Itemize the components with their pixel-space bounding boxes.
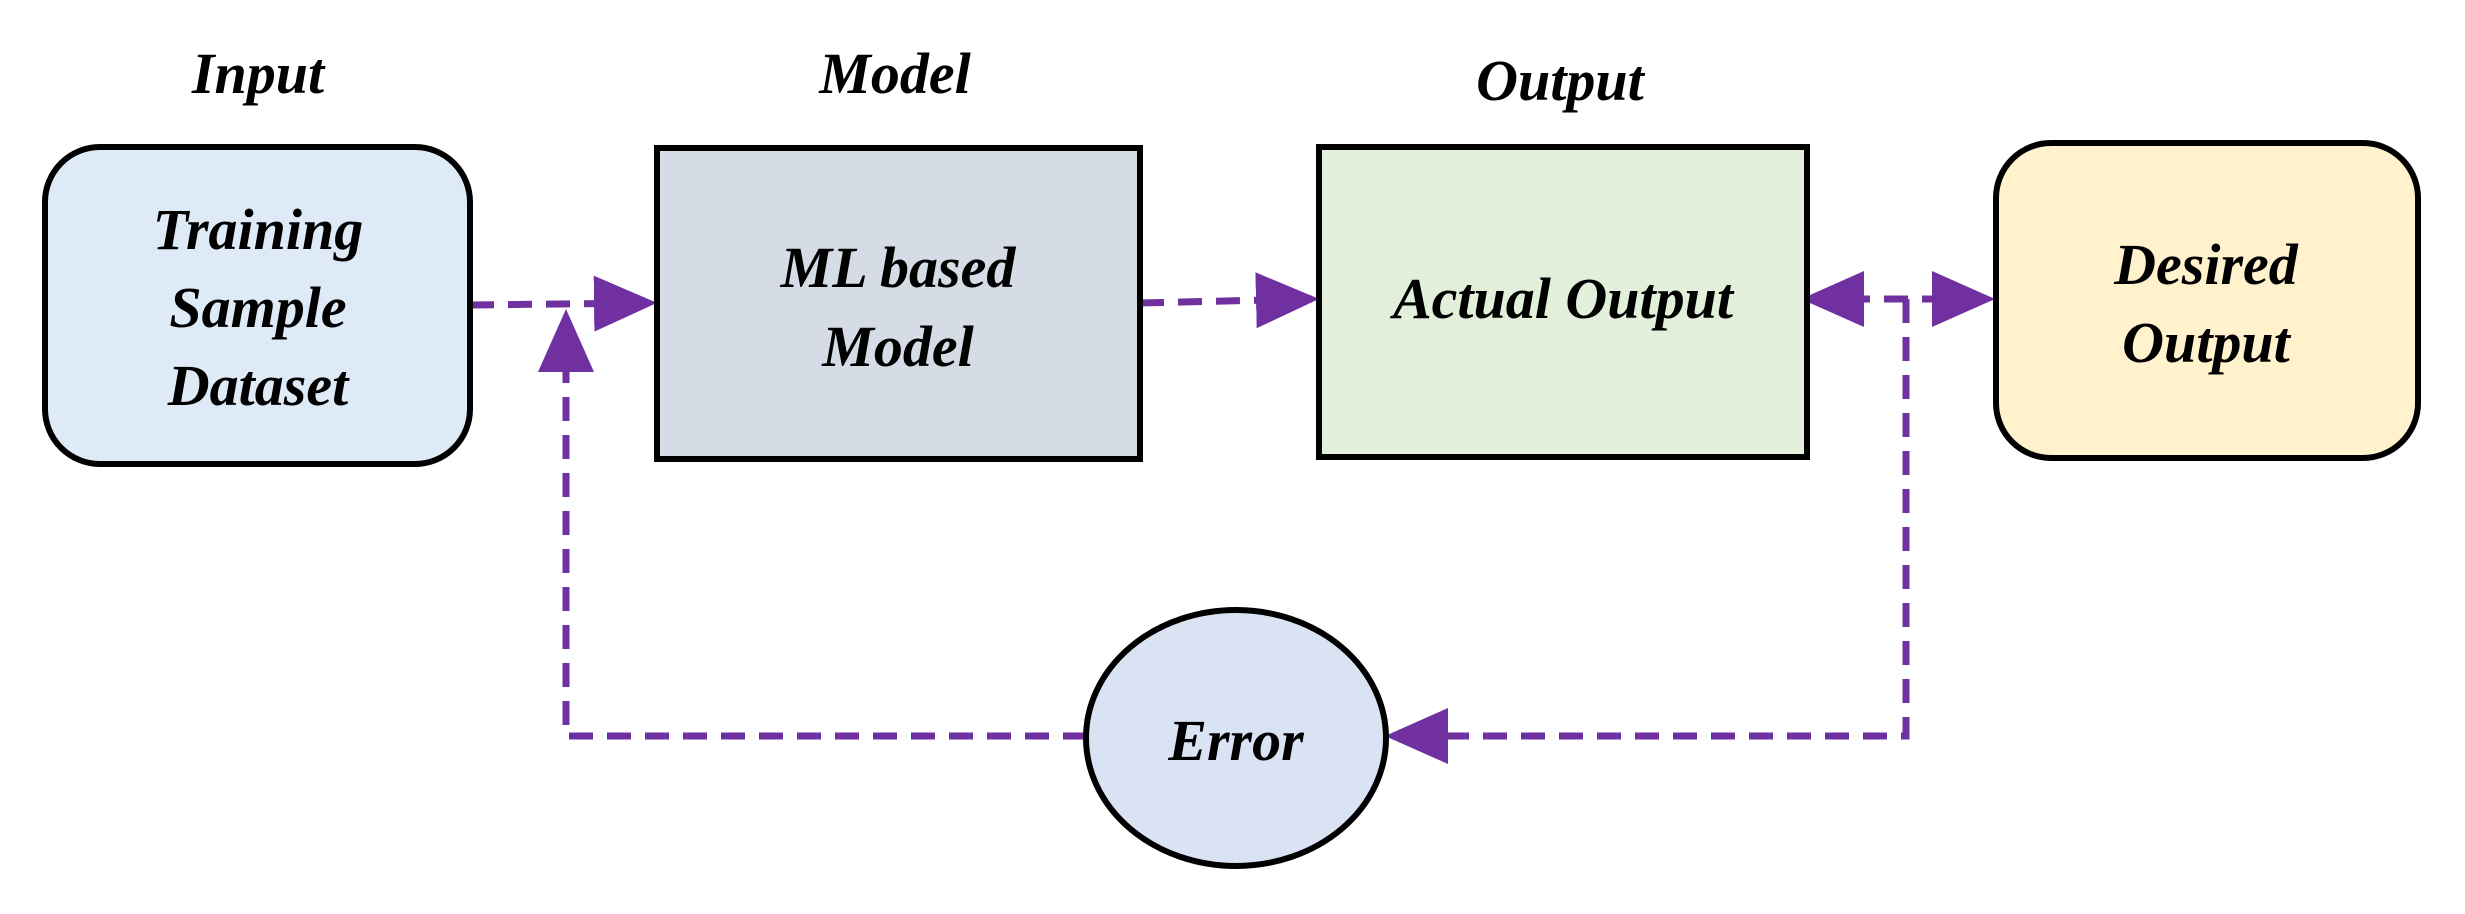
actual-output-box bbox=[1316, 144, 1810, 460]
connector-model-to-actual bbox=[1139, 272, 1319, 329]
desired-output-box bbox=[1993, 140, 2421, 461]
training-sample-dataset-box bbox=[42, 144, 473, 467]
training-label-line-3: Dataset bbox=[167, 353, 350, 418]
model-label-line-2: Model bbox=[821, 314, 974, 379]
connector-error-to-training bbox=[538, 309, 1087, 740]
connector-training-to-model bbox=[469, 275, 657, 332]
actual-output-label: Actual Output bbox=[1390, 266, 1735, 331]
error-node: Error bbox=[1083, 607, 1389, 869]
desired-output-node: Desired Output bbox=[1993, 140, 2421, 461]
training-label-line-1: Training bbox=[153, 197, 364, 262]
training-label-line-2: Sample bbox=[169, 275, 346, 340]
connector-to-error bbox=[1385, 299, 1910, 764]
model-label-line-1: ML based bbox=[780, 235, 1017, 300]
heading-model: Model bbox=[818, 41, 971, 106]
heading-output: Output bbox=[1476, 48, 1646, 113]
heading-input: Input bbox=[191, 41, 326, 106]
training-sample-dataset-node: Training Sample Dataset bbox=[42, 144, 473, 467]
ml-model-box bbox=[654, 145, 1143, 462]
desired-label-line-1: Desired bbox=[2113, 232, 2299, 297]
connectors bbox=[469, 271, 1995, 764]
actual-output-node: Actual Output bbox=[1316, 144, 1810, 460]
ml-model-node: ML based Model bbox=[654, 145, 1143, 462]
desired-label-line-2: Output bbox=[2122, 310, 2292, 375]
error-label: Error bbox=[1167, 708, 1304, 773]
error-ellipse bbox=[1083, 607, 1389, 869]
